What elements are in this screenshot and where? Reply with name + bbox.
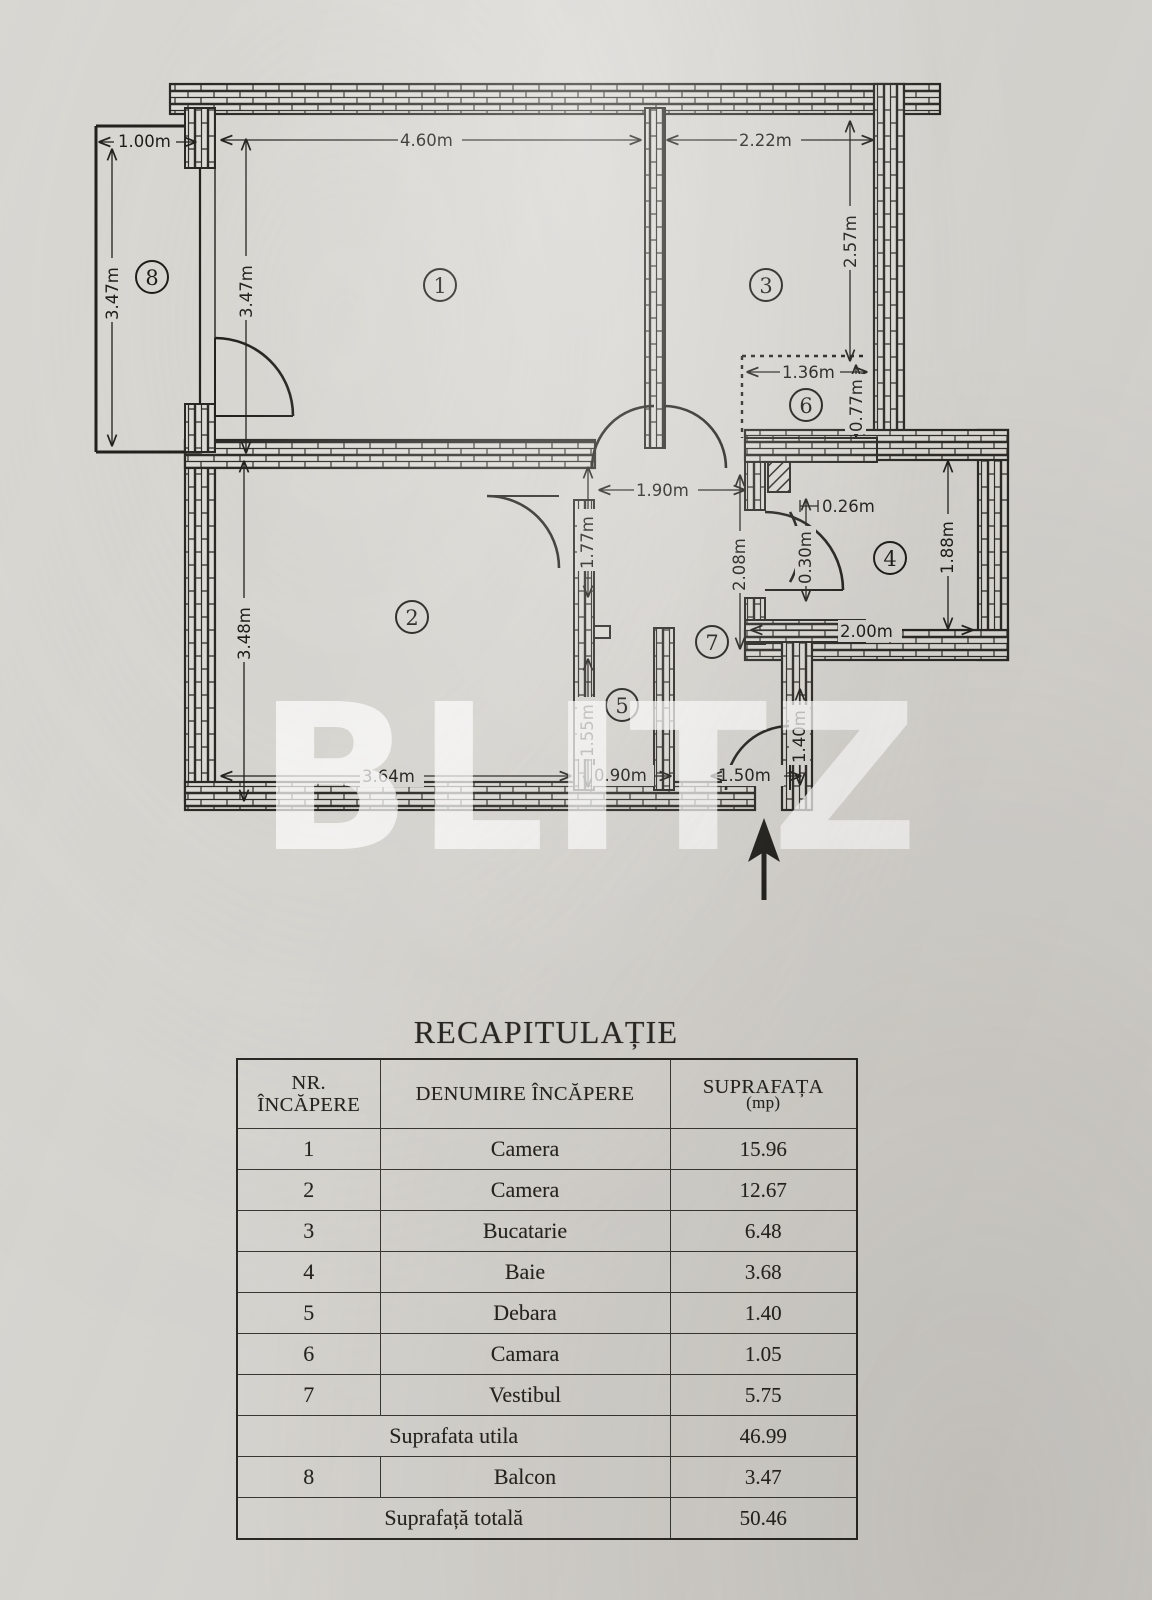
row-nr: 6 — [236, 1333, 381, 1375]
dim-balcony-depth: 3.47m — [103, 267, 122, 320]
row-name: Camera — [379, 1128, 671, 1170]
wall-structure — [168, 82, 1010, 812]
svg-text:7: 7 — [705, 631, 718, 655]
subtotal-area: 46.99 — [669, 1415, 858, 1457]
dim-entry-wall: 1.40m — [790, 710, 809, 763]
dim-room3-width: 2.22m — [739, 131, 792, 150]
row-area: 1.05 — [669, 1333, 858, 1375]
header-area-unit: (mp) — [746, 1092, 781, 1112]
dim-room4-depth: 1.88m — [938, 521, 957, 574]
dim-pier-0-26: 0.26m — [822, 497, 875, 516]
total-label: Suprafață totală — [236, 1497, 671, 1540]
table-row: 2 Camera 12.67 — [236, 1169, 858, 1211]
table-row: 3 Bucatarie 6.48 — [236, 1210, 858, 1252]
balcony-nr: 8 — [236, 1456, 381, 1498]
table-header-row: NR. ÎNCĂPERE DENUMIRE ÎNCĂPERE SUPRAFAȚA… — [236, 1058, 858, 1129]
room-number-markers: 8 1 3 6 2 4 5 7 — [135, 260, 907, 722]
row-name: Camera — [379, 1169, 671, 1211]
row-area: 5.75 — [669, 1374, 858, 1416]
svg-text:8: 8 — [145, 266, 158, 290]
dim-room2-width: 3.64m — [362, 767, 415, 786]
recapitulation-table: NR. ÎNCĂPERE DENUMIRE ÎNCĂPERE SUPRAFAȚA… — [236, 1058, 858, 1540]
header-nr-line1: NR. — [291, 1071, 326, 1094]
room-marker-5: 5 — [605, 688, 639, 722]
table-row-total: Suprafață totală 50.46 — [236, 1497, 858, 1540]
subtotal-label: Suprafata utila — [236, 1415, 671, 1457]
table-row: 5 Debara 1.40 — [236, 1292, 858, 1334]
dim-room4-width: 2.00m — [840, 622, 893, 641]
row-nr: 1 — [236, 1128, 381, 1170]
dim-room1-depth: 3.47m — [237, 265, 256, 318]
header-nr-line2: ÎNCĂPERE — [257, 1094, 361, 1116]
header-denumire: DENUMIRE ÎNCĂPERE — [379, 1058, 671, 1129]
room-marker-3: 3 — [749, 268, 783, 302]
svg-text:2: 2 — [405, 606, 418, 630]
header-suprafata: SUPRAFAȚA (mp) — [669, 1058, 858, 1129]
floor-plan-drawing: 1.00m 3.47m 3.47m 4.60m 2.22m 2.57m 1.36… — [94, 82, 1010, 900]
dim-balcony-width: 1.00m — [118, 132, 171, 151]
room-marker-2: 2 — [395, 600, 429, 634]
row-area: 15.96 — [669, 1128, 858, 1170]
dim-vestibul-depth: 2.08m — [730, 538, 749, 591]
dim-entry-width: 1.50m — [718, 766, 771, 785]
recapitulation-section: RECAPITULAȚIE NR. ÎNCĂPERE DENUMIRE ÎNCĂ… — [236, 1014, 858, 1540]
total-area: 50.46 — [669, 1497, 858, 1540]
table-row-subtotal: Suprafata utila 46.99 — [236, 1415, 858, 1457]
balcony-name: Balcon — [379, 1456, 671, 1498]
dim-wall-1-77: 1.77m — [578, 516, 597, 569]
recap-title: RECAPITULAȚIE — [413, 1014, 679, 1050]
header-area-label: SUPRAFAȚA — [702, 1075, 824, 1098]
row-nr: 2 — [236, 1169, 381, 1211]
table-row: 7 Vestibul 5.75 — [236, 1374, 858, 1416]
door-swings — [214, 336, 845, 791]
svg-text:4: 4 — [883, 547, 896, 571]
svg-text:3: 3 — [759, 274, 772, 298]
svg-text:1: 1 — [433, 274, 446, 298]
table-row-balcony: 8 Balcon 3.47 — [236, 1456, 858, 1498]
dim-room5-width: 0.90m — [594, 766, 647, 785]
header-nr-incapere: NR. ÎNCĂPERE — [236, 1058, 381, 1129]
row-name: Baie — [379, 1251, 671, 1293]
row-area: 6.48 — [669, 1210, 858, 1252]
row-area: 1.40 — [669, 1292, 858, 1334]
room-marker-6: 6 — [789, 388, 823, 422]
room-marker-4: 4 — [873, 541, 907, 575]
row-name: Bucatarie — [379, 1210, 671, 1252]
camara-dotted-outline — [740, 354, 866, 438]
table-row: 6 Camara 1.05 — [236, 1333, 858, 1375]
svg-text:6: 6 — [799, 394, 812, 418]
dim-vestibul-width: 1.90m — [636, 481, 689, 500]
table-row: 4 Baie 3.68 — [236, 1251, 858, 1293]
balcony-area: 3.47 — [669, 1456, 858, 1498]
table-row: 1 Camera 15.96 — [236, 1128, 858, 1170]
row-name: Camara — [379, 1333, 671, 1375]
row-nr: 5 — [236, 1292, 381, 1334]
dim-pier-0-30: 0.30m — [796, 531, 815, 584]
row-area: 12.67 — [669, 1169, 858, 1211]
dim-wall-1-55: 1.55m — [578, 704, 597, 757]
room-marker-8: 8 — [135, 260, 169, 294]
room-marker-7: 7 — [695, 625, 729, 659]
row-nr: 4 — [236, 1251, 381, 1293]
dim-room3-depth: 2.57m — [841, 215, 860, 268]
row-nr: 3 — [236, 1210, 381, 1252]
svg-text:5: 5 — [615, 694, 628, 718]
entrance-arrow — [748, 818, 780, 900]
dim-room2-depth: 3.48m — [235, 607, 254, 660]
dim-room1-width: 4.60m — [400, 131, 453, 150]
room-marker-1: 1 — [423, 268, 457, 302]
row-nr: 7 — [236, 1374, 381, 1416]
row-name: Debara — [379, 1292, 671, 1334]
row-area: 3.68 — [669, 1251, 858, 1293]
dim-room6-width: 1.36m — [782, 363, 835, 382]
row-name: Vestibul — [379, 1374, 671, 1416]
dim-room6-depth: 0.77m — [847, 379, 866, 432]
